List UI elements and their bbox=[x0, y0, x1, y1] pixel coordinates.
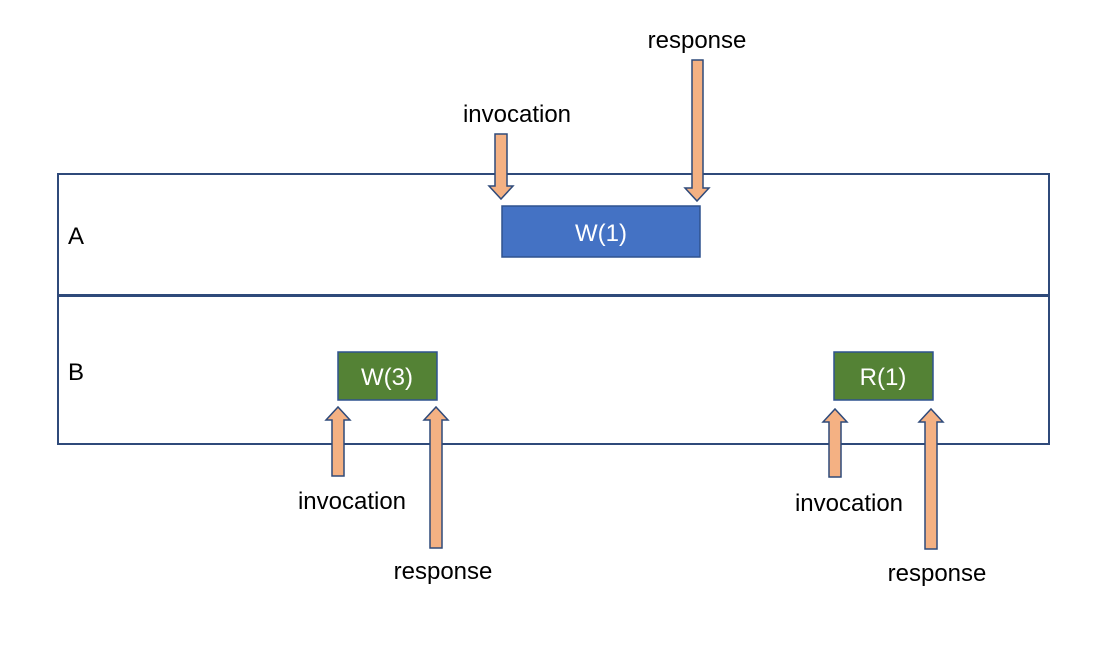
w3-response-label: response bbox=[394, 558, 493, 585]
operation-w3-box bbox=[337, 351, 438, 401]
arrow-up-w3-invocation bbox=[324, 405, 352, 477]
operation-r1-label: R(1) bbox=[860, 364, 907, 391]
arrow-up-r1-invocation bbox=[821, 407, 849, 478]
w1-response-label: response bbox=[648, 27, 747, 54]
r1-invocation-label: invocation bbox=[795, 490, 903, 517]
lane-b-label: B bbox=[68, 359, 84, 386]
r1-response-label: response bbox=[888, 560, 987, 587]
arrow-down-w1-invocation bbox=[487, 133, 515, 201]
w1-invocation-label: invocation bbox=[463, 101, 571, 128]
arrow-up-r1-response bbox=[917, 407, 945, 550]
operation-w1-box bbox=[501, 205, 701, 258]
arrow-up-w3-response bbox=[422, 405, 450, 549]
operation-r1-box bbox=[833, 351, 934, 401]
w3-invocation-label: invocation bbox=[298, 488, 406, 515]
lane-b-frame bbox=[57, 295, 1050, 445]
lane-a-label: A bbox=[68, 223, 84, 250]
arrow-down-w1-response bbox=[683, 59, 711, 203]
operation-w1-label: W(1) bbox=[575, 220, 627, 247]
operation-w3-label: W(3) bbox=[361, 364, 413, 391]
